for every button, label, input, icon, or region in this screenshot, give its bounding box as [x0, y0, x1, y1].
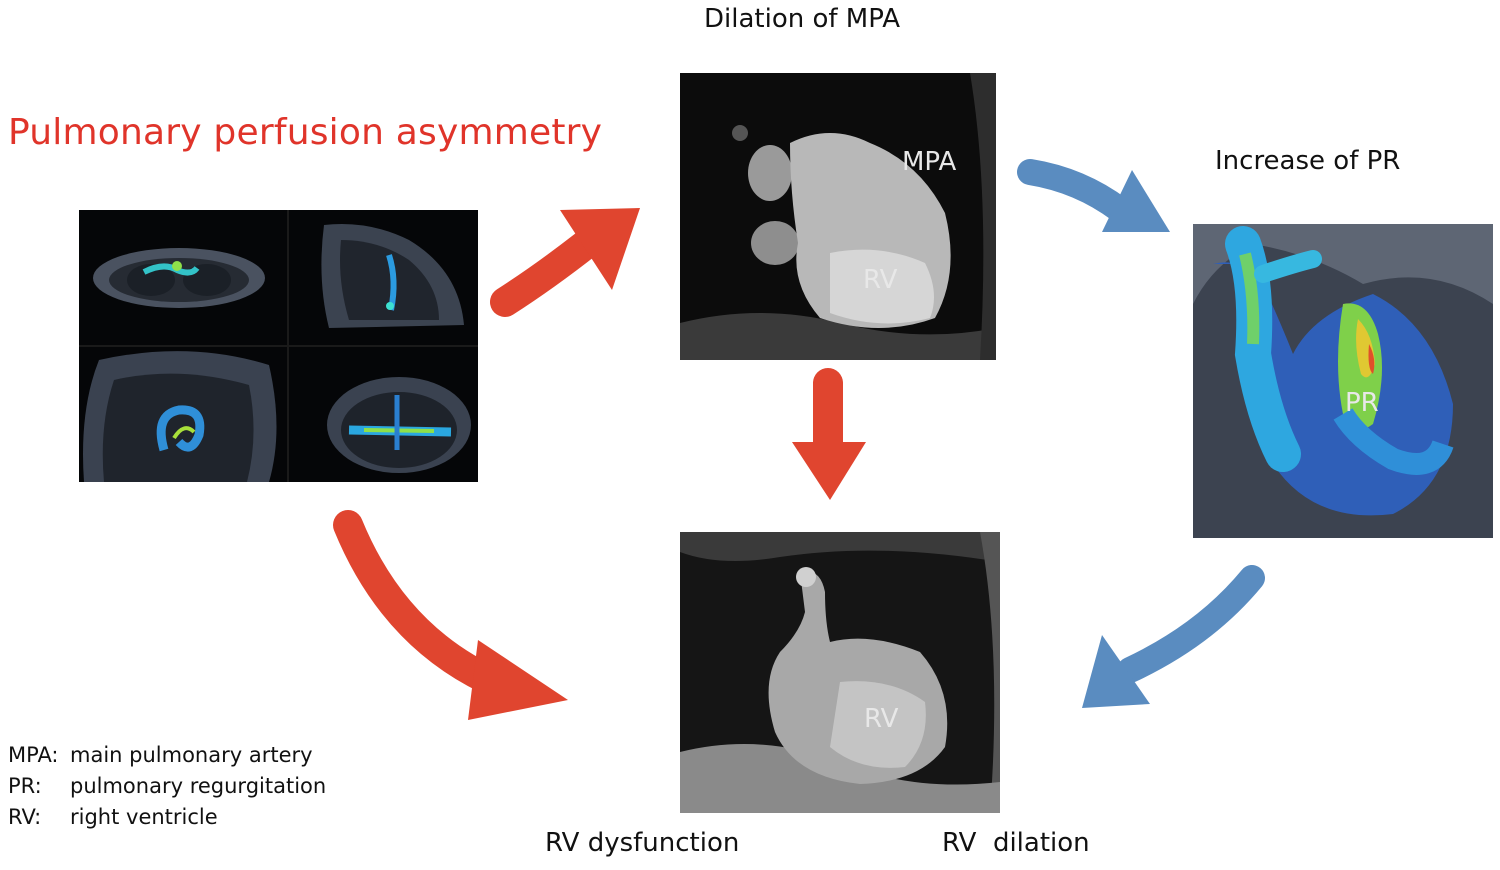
label-increase-pr: Increase of PR: [1215, 146, 1401, 176]
label-dilation-mpa: Dilation of MPA: [704, 4, 901, 34]
rv-bottom-image-label: RV: [864, 704, 899, 734]
red-arrow-down: [792, 368, 866, 500]
legend-row-pr: PR: pulmonary regurgitation: [8, 771, 326, 802]
label-rv-dilation: RV dilation: [942, 828, 1090, 858]
legend-row-mpa: MPA: main pulmonary artery: [8, 740, 326, 771]
rv-top-image-label: RV: [863, 265, 898, 295]
red-arrow-down-right: [333, 510, 568, 720]
legend-abbr: PR:: [8, 774, 42, 798]
legend-abbr: RV:: [8, 805, 42, 829]
abbreviation-legend: MPA: main pulmonary artery PR: pulmonary…: [8, 740, 326, 833]
red-arrow-up-right: [490, 208, 640, 317]
legend-row-rv: RV: right ventricle: [8, 802, 326, 833]
pr-image-label: PR: [1345, 388, 1379, 418]
legend-text: right ventricle: [70, 805, 218, 829]
legend-abbr: MPA:: [8, 743, 59, 767]
perfusion-mri-image: [79, 210, 478, 482]
blue-arrow-down-right: [1017, 159, 1170, 232]
mri-pr-flow-image: PR: [1193, 224, 1493, 538]
label-rv-dysfunction: RV dysfunction: [545, 828, 740, 858]
legend-text: main pulmonary artery: [70, 743, 313, 767]
mri-dilation-mpa-image: MPA RV: [680, 73, 996, 360]
diagram-title: Pulmonary perfusion asymmetry: [8, 112, 603, 153]
legend-text: pulmonary regurgitation: [70, 774, 327, 798]
blue-arrow-down-left: [1082, 565, 1265, 708]
mpa-image-label: MPA: [902, 147, 957, 177]
mri-rv-image: RV: [680, 532, 1000, 813]
